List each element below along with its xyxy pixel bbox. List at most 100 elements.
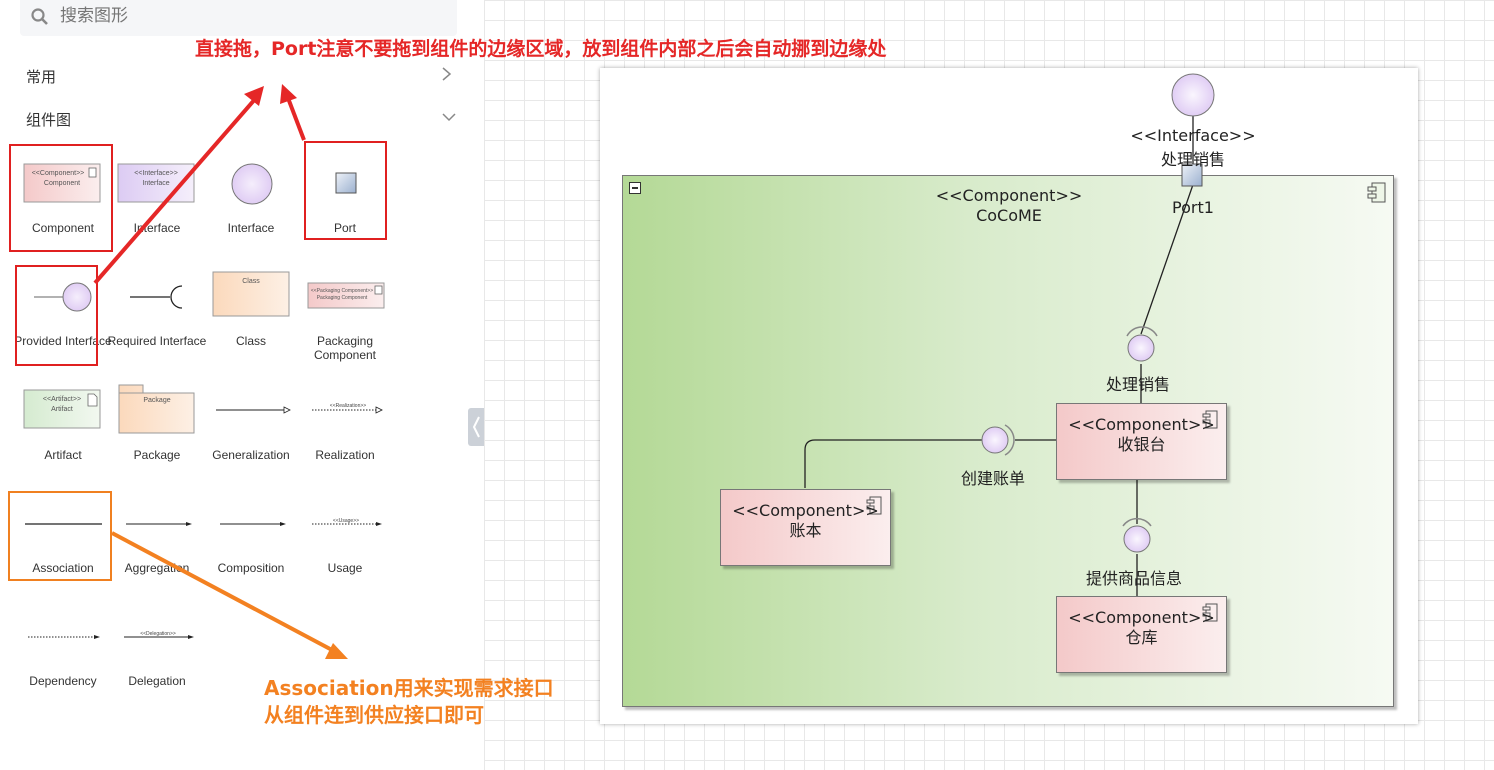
shape-label: Provided Interface — [14, 334, 112, 348]
artifact-mini-stereotype: <<Artifact>> — [43, 396, 81, 403]
annotation-top: 直接拖，Port注意不要拖到组件的边缘区域，放到组件内部之后会自动挪到边缘处 — [195, 38, 887, 60]
component-mini-stereotype: <<Component>> — [32, 170, 85, 177]
shape-package[interactable]: Package Package — [110, 376, 204, 486]
section-common[interactable]: 常用 — [26, 68, 57, 86]
shape-label: Port — [333, 221, 356, 235]
lollipop-bottom-label: 提供商品信息 — [1086, 569, 1183, 588]
diagram-page[interactable]: <<Component>> CoCoME <<Interface>> 处理销售 … — [600, 68, 1418, 724]
shape-label: Generalization — [212, 448, 290, 462]
collapse-sidebar-handle[interactable] — [468, 408, 484, 446]
realization-mini-label: <<Realization>> — [330, 403, 366, 409]
component-preview-icon: <<Component>> Component — [23, 163, 101, 203]
composition-preview-icon — [220, 522, 286, 526]
highlight-box-port — [304, 141, 387, 240]
shape-artifact[interactable]: <<Artifact>> Artifact Artifact — [16, 376, 110, 486]
shape-label: Package — [133, 448, 181, 462]
highlight-box-provided-interface — [15, 265, 98, 366]
shape-component[interactable]: <<Component>> Component Component — [16, 148, 110, 258]
package-mini-name: Package — [143, 397, 170, 404]
shape-provided-interface[interactable]: Provided Interface — [14, 262, 112, 372]
shape-label: Dependency — [29, 674, 97, 688]
dependency-preview-icon — [28, 635, 100, 639]
shape-dependency[interactable]: Dependency — [16, 604, 110, 714]
shape-usage[interactable]: <<Usage>> Usage — [298, 490, 392, 600]
component-stereotype: <<Component>> — [732, 501, 879, 520]
search-input[interactable] — [60, 3, 440, 29]
shape-delegation[interactable]: <<Delegation>> Delegation — [110, 604, 204, 714]
highlight-box-component — [9, 144, 113, 252]
annotation-bottom-line2: 从组件连到供应接口即可 — [264, 703, 484, 727]
interface-name: 处理销售 — [1160, 150, 1225, 169]
association-preview-icon — [25, 523, 102, 525]
shape-interface-box[interactable]: <<Interface>> Interface Interface — [110, 148, 204, 258]
annotation-bottom-line1: Association用来实现需求接口 — [264, 676, 554, 700]
usage-mini-label: <<Usage>> — [333, 518, 359, 524]
port-icon[interactable] — [1181, 163, 1203, 187]
shape-label: Usage — [327, 561, 363, 575]
component-warehouse[interactable]: <<Component>> 仓库 — [1056, 596, 1227, 673]
collapse-toggle-icon[interactable] — [629, 182, 641, 194]
chevron-right-icon[interactable] — [440, 66, 454, 82]
interface-circle-preview-icon — [231, 163, 273, 205]
required-socket-icon — [1126, 326, 1158, 337]
shape-aggregation[interactable]: Aggregation — [110, 490, 204, 600]
shape-label: Component — [31, 221, 95, 235]
shape-label: Artifact — [44, 448, 82, 462]
component-cashier[interactable]: <<Component>> 收银台 — [1056, 403, 1227, 480]
required-interface-preview-icon — [130, 285, 183, 309]
packaging-component-preview-icon: <<Packaging Component>> Packaging Compon… — [307, 282, 385, 309]
lollipop-left-icon[interactable] — [981, 426, 1009, 454]
usage-preview-icon: <<Usage>> — [312, 518, 382, 526]
realization-preview-icon: <<Realization>> — [312, 403, 383, 414]
search-bar[interactable] — [20, 0, 457, 36]
port-preview-icon — [335, 172, 357, 194]
shape-association[interactable]: Association — [16, 490, 110, 600]
interface-circle-icon[interactable] — [1171, 73, 1215, 117]
component-ledger[interactable]: <<Component>> 账本 — [720, 489, 891, 566]
shape-label: Class — [235, 334, 266, 348]
chevron-down-icon[interactable] — [441, 111, 457, 123]
container-stereotype: <<Component>> — [935, 186, 1083, 205]
shape-label: Interface — [133, 221, 181, 235]
chevron-left-icon — [472, 416, 480, 438]
shape-class[interactable]: Class Class — [204, 262, 298, 372]
interface-stereotype: <<Interface>> — [1130, 126, 1256, 145]
shape-palette-sidebar: 常用 组件图 <<Component>> Component Component… — [0, 0, 470, 770]
shape-required-interface[interactable]: Required Interface — [108, 262, 206, 372]
aggregation-preview-icon — [126, 522, 192, 526]
shape-composition[interactable]: Composition — [204, 490, 298, 600]
interface-box-preview-icon: <<Interface>> Interface — [117, 163, 195, 203]
interface-mini-stereotype: <<Interface>> — [134, 170, 178, 177]
shape-label: Aggregation — [124, 561, 190, 575]
shape-generalization[interactable]: Generalization — [204, 376, 298, 486]
lollipop-top-label: 处理销售 — [1106, 375, 1171, 394]
delegation-preview-icon: <<Delegation>> — [124, 631, 194, 639]
port-connector[interactable] — [1140, 175, 1197, 335]
container-name: CoCoME — [976, 206, 1042, 225]
shape-interface-circle[interactable]: Interface — [204, 148, 298, 258]
shape-port[interactable]: Port — [298, 148, 392, 258]
lollipop-bottom-icon[interactable] — [1123, 525, 1151, 553]
shape-realization[interactable]: <<Realization>> Realization — [298, 376, 392, 486]
lollipop-left-label: 创建账单 — [961, 469, 1026, 488]
component-icon — [1367, 182, 1386, 203]
shape-packaging-component[interactable]: <<Packaging Component>> Packaging Compon… — [298, 262, 392, 372]
required-socket-icon — [1004, 424, 1015, 456]
association-line[interactable] — [804, 439, 982, 488]
section-component-diagram[interactable]: 组件图 — [26, 111, 72, 129]
class-mini-name: Class — [242, 278, 260, 285]
diagram-connectors — [804, 73, 1215, 596]
component-icon — [1202, 603, 1218, 622]
component-name: 账本 — [789, 521, 822, 540]
shape-label: Required Interface — [107, 334, 207, 348]
shape-label: Association — [32, 561, 94, 575]
shape-label: Composition — [217, 561, 285, 575]
search-icon — [31, 8, 48, 25]
packaging-mini-name: Packaging Component — [317, 295, 368, 301]
highlight-box-association — [8, 491, 112, 581]
lollipop-top-icon[interactable] — [1127, 334, 1155, 362]
component-stereotype: <<Component>> — [1068, 608, 1215, 627]
delegation-mini-label: <<Delegation>> — [140, 631, 176, 637]
component-icon — [1202, 410, 1218, 429]
shape-label: Realization — [315, 448, 375, 462]
